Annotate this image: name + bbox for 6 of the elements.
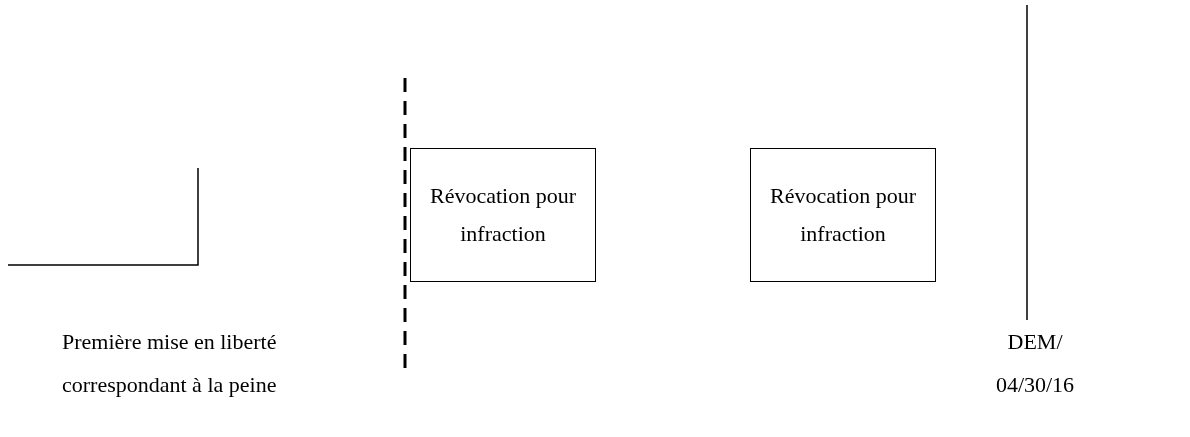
box-label: Révocation pour infraction [429,182,577,248]
date-label: DEM/ 04/30/16 [994,328,1076,399]
box-label: Révocation pour infraction [769,182,917,248]
note-text: Première mise en liberté correspondant à la peine [62,328,278,399]
process-box [750,148,936,282]
process-box [410,148,596,282]
